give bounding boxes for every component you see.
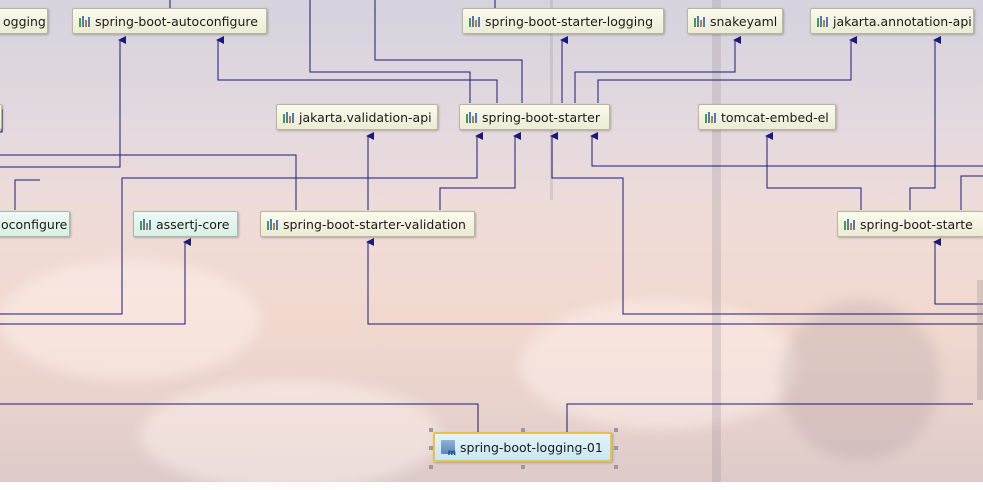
library-icon: [267, 218, 278, 230]
node-jakarta-annotation-api[interactable]: jakarta.annotation-api: [810, 8, 974, 34]
edge-rightnode-starter: [590, 132, 983, 167]
node-logging-left[interactable]: ogging: [0, 8, 48, 34]
node-root-spring-boot-logging-01[interactable]: spring-boot-logging-01: [433, 432, 612, 462]
node-label: ogging: [3, 13, 46, 29]
node-label: oconfigure: [1, 216, 68, 232]
edge-left-autoconfigure: [0, 36, 126, 168]
node-spring-boot-autoconfigure[interactable]: spring-boot-autoconfigure: [72, 8, 267, 34]
edge-right-starter: [550, 132, 983, 315]
node-label: spring-boot-starter-validation: [283, 216, 466, 232]
edge-right-side: [960, 175, 983, 210]
edge-top-2: [374, 0, 523, 103]
node-left-edge[interactable]: [0, 104, 2, 130]
node-label: snakeyaml: [710, 13, 778, 29]
node-label: spring-boot-autoconfigure: [95, 13, 258, 29]
library-icon: [469, 15, 480, 27]
node-assertj-core[interactable]: assertj-core: [133, 211, 238, 237]
node-label: spring-boot-starter: [482, 109, 601, 125]
library-icon: [705, 111, 716, 123]
node-autoconfigure-left[interactable]: oconfigure: [0, 211, 70, 237]
node-spring-boot-starter-logging[interactable]: spring-boot-starter-logging: [462, 8, 664, 34]
node-spring-boot-starter[interactable]: spring-boot-starter: [459, 104, 610, 130]
edge-left-node-up: [14, 179, 40, 210]
edge-root-right: [566, 403, 973, 432]
node-label: spring-boot-starte: [860, 216, 973, 232]
node-tomcat-embed-el[interactable]: tomcat-embed-el: [698, 104, 836, 130]
scrollbar[interactable]: [977, 280, 983, 400]
node-spring-boot-starter-validation[interactable]: spring-boot-starter-validation: [260, 211, 475, 237]
edge-right-tomcat: [765, 132, 862, 210]
edge-leftlong-starter: [0, 132, 483, 315]
edge-left-mid: [0, 154, 297, 210]
library-icon: [817, 15, 828, 27]
edge-starter-autoconfigure: [216, 36, 498, 103]
maven-module-icon: [441, 440, 456, 457]
library-icon: [283, 111, 294, 123]
node-label: spring-boot-logging-01: [460, 439, 603, 455]
edge-top-1: [309, 0, 471, 103]
selection-handle[interactable]: [521, 465, 525, 469]
edge-root-left: [0, 403, 479, 432]
library-icon: [694, 15, 705, 27]
edge-starter-snakeyaml: [574, 36, 741, 103]
node-label: assertj-core: [156, 216, 230, 232]
selection-handle[interactable]: [614, 446, 618, 450]
library-icon: [844, 218, 855, 230]
selection-handle[interactable]: [429, 428, 433, 432]
node-snakeyaml[interactable]: snakeyaml: [687, 8, 783, 34]
node-label: jakarta.validation-api: [299, 109, 432, 125]
edge-validation-starter: [439, 132, 521, 210]
selection-handle[interactable]: [614, 465, 618, 469]
node-label: jakarta.annotation-api: [833, 13, 972, 29]
library-icon: [466, 111, 477, 123]
node-label: tomcat-embed-el: [721, 109, 829, 125]
edge-starter-annotation: [597, 36, 857, 103]
node-label: spring-boot-starter-logging: [485, 13, 654, 29]
library-icon: [140, 218, 151, 230]
node-jakarta-validation-api[interactable]: jakarta.validation-api: [276, 104, 438, 130]
selection-handle[interactable]: [429, 446, 433, 450]
node-spring-boot-starter-right[interactable]: spring-boot-starte: [837, 211, 983, 237]
selection-handle[interactable]: [521, 428, 525, 432]
edge-bottom-validation: [366, 238, 983, 325]
library-icon: [79, 15, 90, 27]
selection-handle[interactable]: [429, 465, 433, 469]
edge-right-annotation: [909, 36, 941, 210]
selection-handle[interactable]: [614, 428, 618, 432]
edge-assertj: [0, 238, 191, 325]
edge-right-bottom: [933, 238, 983, 305]
